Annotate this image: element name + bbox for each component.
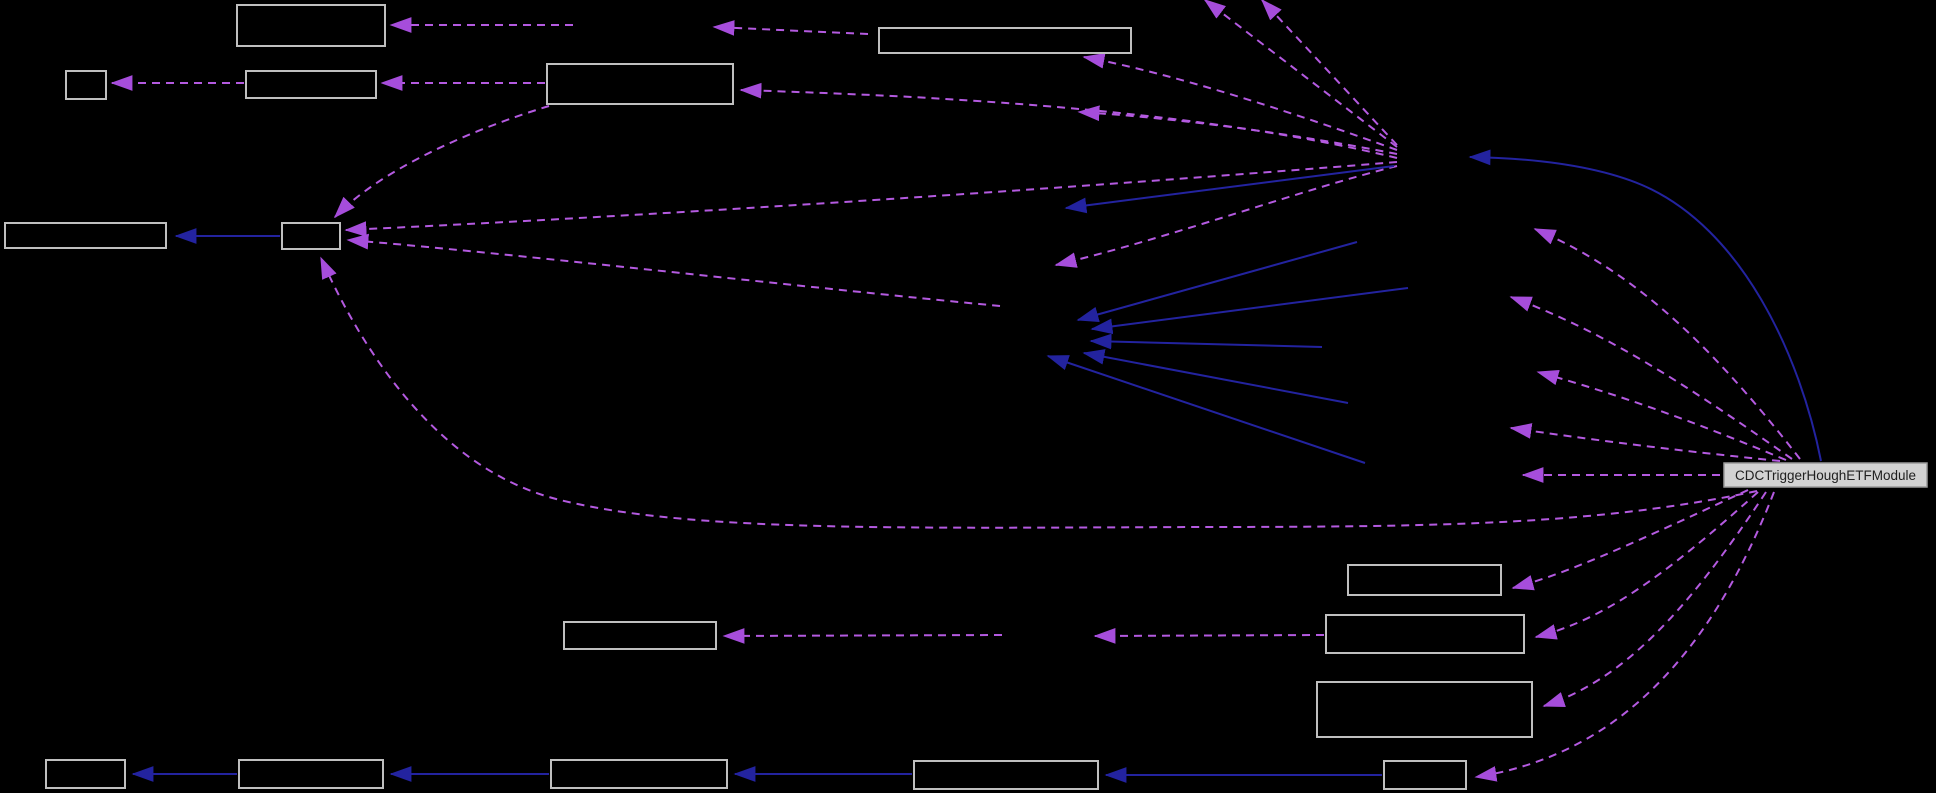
graph-edge-dashed (1542, 491, 1767, 707)
graph-node-l3[interactable] (550, 759, 728, 789)
graph-edge-dashed (1509, 423, 1781, 462)
graph-node-j[interactable] (1316, 681, 1533, 738)
graph-node-d[interactable] (546, 63, 734, 105)
graph-node-c[interactable] (245, 70, 377, 99)
graph-edge-dashed (1474, 491, 1775, 782)
nodes-layer (4, 4, 1533, 790)
graph-edge-dashed (1533, 228, 1801, 460)
node-cdctriggerhoughetfmodule[interactable]: CDCTriggerHoughETFModule (1723, 462, 1928, 488)
graph-node-l2[interactable] (238, 759, 384, 789)
graph-edge-solid (1082, 349, 1349, 404)
graph-node-i[interactable] (1325, 614, 1525, 654)
graph-edge-solid (1076, 241, 1358, 323)
graph-edge-dashed (344, 161, 1398, 237)
graph-node-h[interactable] (1347, 564, 1502, 596)
graph-edge-dashed (1203, 0, 1398, 148)
graph-edge-dashed (320, 256, 1758, 529)
graph-edge-dashed (1534, 491, 1759, 640)
graph-edge-solid (1064, 165, 1395, 214)
graph-edge-solid (1046, 355, 1366, 464)
edges-layer (110, 0, 1822, 783)
graph-node-e[interactable] (878, 27, 1132, 54)
graph-node-f[interactable] (4, 222, 167, 249)
graph-node-a[interactable] (236, 4, 386, 47)
graph-node-g[interactable] (281, 222, 341, 250)
graph-edge-dashed (1536, 369, 1787, 461)
graph-node-l1[interactable] (45, 759, 126, 789)
main-node-box[interactable] (1723, 462, 1928, 488)
graph-edge-dashed (712, 20, 869, 36)
graph-edge-dashed (722, 628, 1003, 644)
graph-edge-dashed (1054, 165, 1398, 268)
graph-node-b[interactable] (65, 70, 107, 100)
graph-edge-dashed (1509, 296, 1793, 460)
graph-edge-dashed (1082, 53, 1398, 151)
graph-edge-dashed (333, 105, 550, 219)
graph-node-l4[interactable] (913, 760, 1099, 790)
graph-edge-dashed (346, 233, 1001, 307)
graph-edge-dashed (1511, 489, 1749, 591)
graph-edge-solid (1089, 333, 1323, 350)
graph-edge-dashed (739, 82, 1398, 159)
graph-edge-dashed (1077, 105, 1398, 155)
graph-edge-dashed (1260, 0, 1398, 146)
graph-edge-solid (1468, 149, 1822, 462)
graph-edge-solid (1090, 287, 1409, 335)
graph-edge-dashed (1093, 628, 1325, 644)
graph-node-l5[interactable] (1383, 760, 1467, 790)
graph-node-k[interactable] (563, 621, 717, 650)
